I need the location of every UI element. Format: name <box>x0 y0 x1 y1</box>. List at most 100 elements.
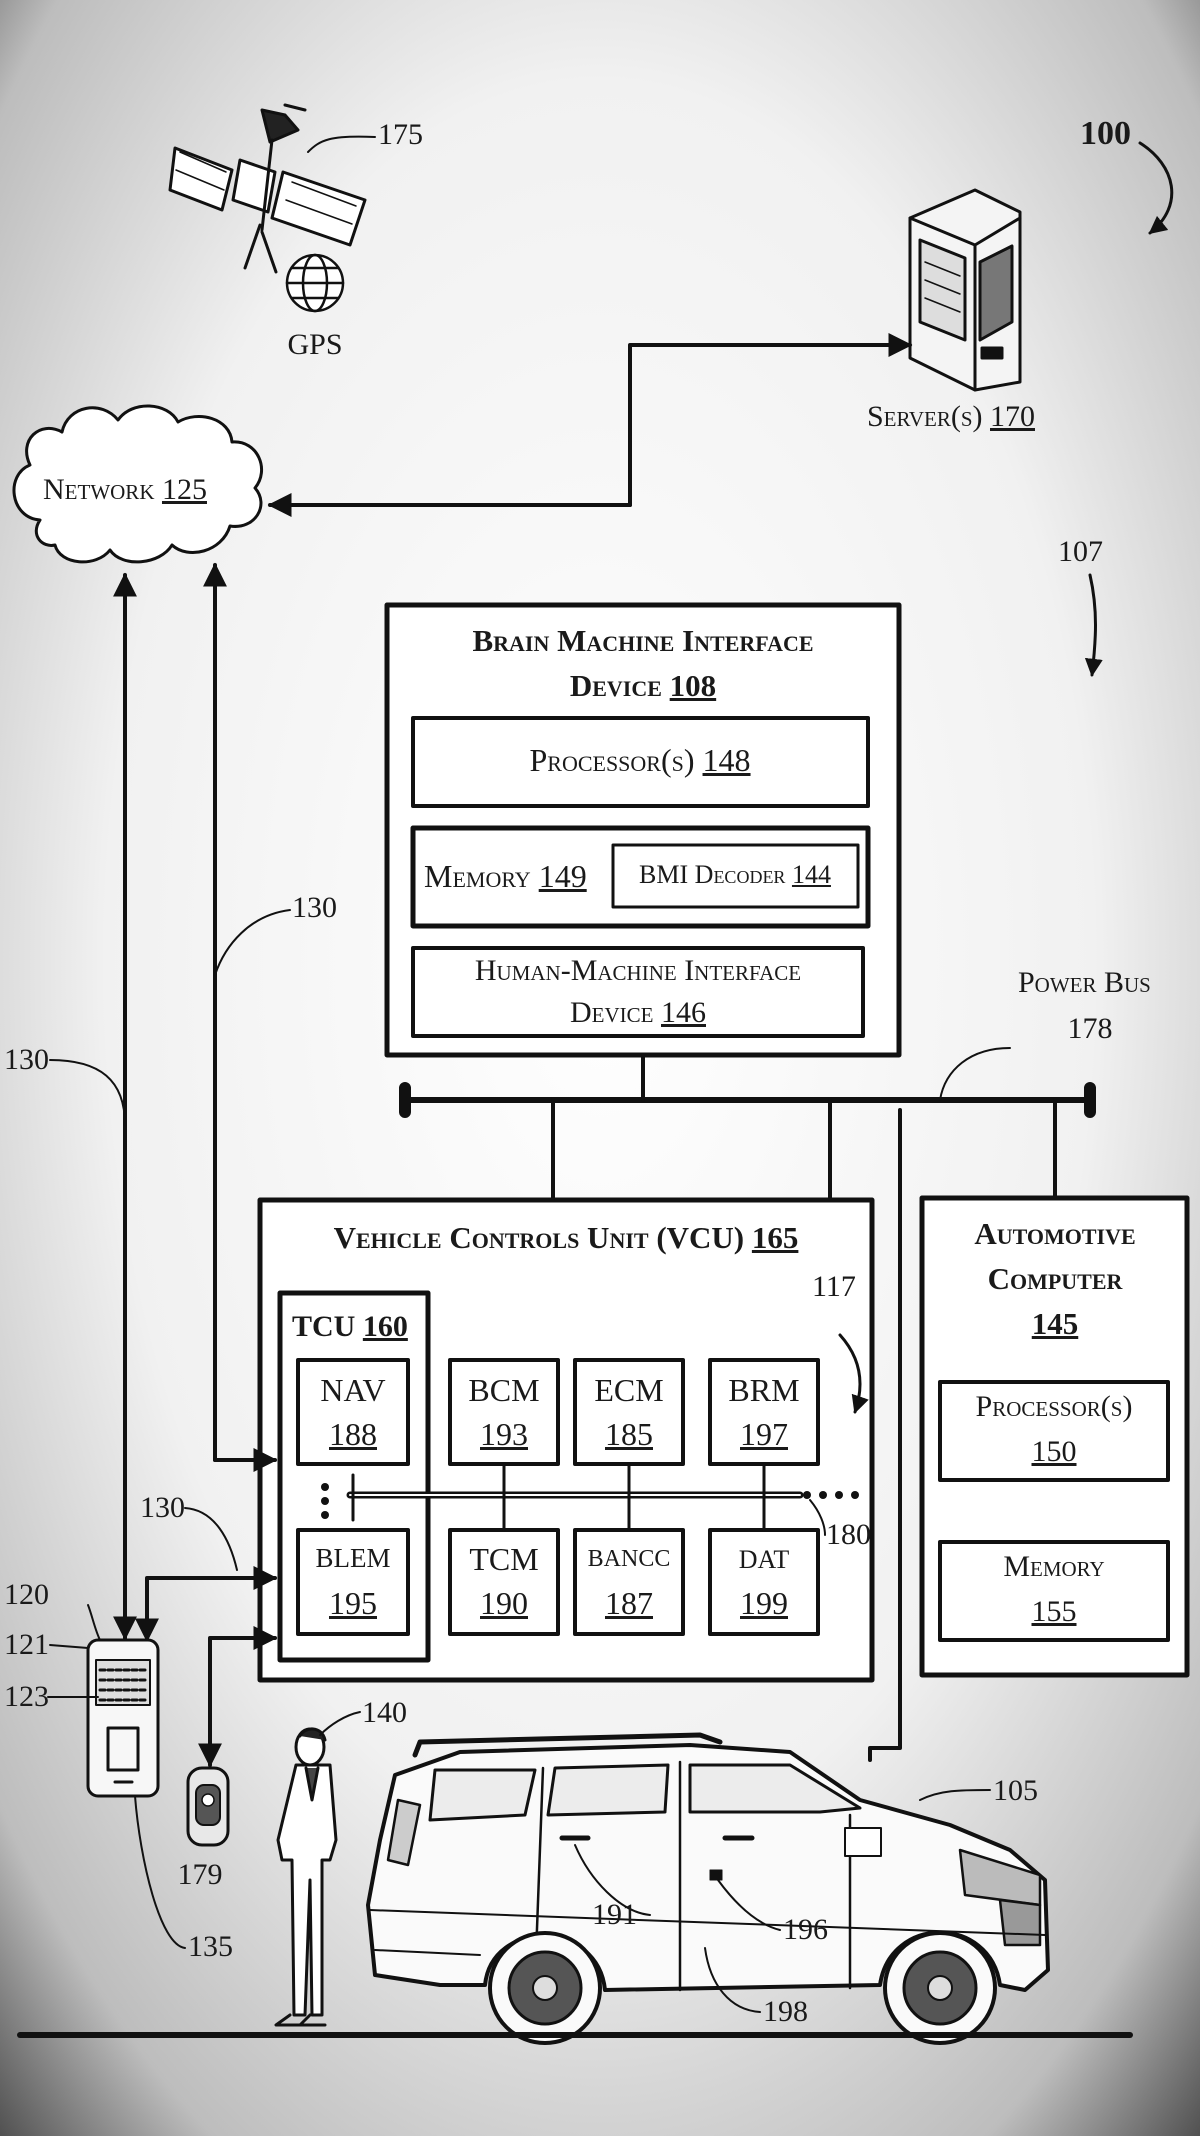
server-icon <box>908 188 1022 392</box>
mobile-ref-app: 135 <box>188 1930 233 1963</box>
vehicle-icon <box>366 1732 1050 2045</box>
gps-label: GPS <box>287 328 343 361</box>
tcm-ref: 190 <box>480 1585 528 1621</box>
memory-149-ref: 149 <box>538 858 587 894</box>
system-ref: 107 <box>1058 535 1103 568</box>
can-bus-taps <box>351 1462 766 1532</box>
ecm-ref: 185 <box>605 1416 653 1452</box>
tcu-ref: 160 <box>362 1310 408 1343</box>
bancc-label: BANCC <box>587 1546 671 1572</box>
person-icon <box>274 1727 338 2027</box>
mobile-ref-screen: 121 <box>4 1628 49 1661</box>
satellite-ref: 175 <box>378 118 423 151</box>
memory-155-box <box>938 1540 1170 1642</box>
vcu-ref: 165 <box>751 1220 799 1255</box>
bmi-decoder-ref: 144 <box>791 860 831 889</box>
nav-box <box>296 1358 410 1466</box>
mobile-leaders <box>47 1604 101 1698</box>
network-label: Network 125 <box>43 475 207 505</box>
blem-label: BLEM <box>315 1543 391 1573</box>
key-fob-icon <box>186 1766 230 1847</box>
brm-label: BRM <box>728 1372 800 1408</box>
hmi-label-line2: Device 146 <box>570 998 706 1028</box>
mobile-device-icon <box>86 1638 160 1798</box>
dat-ref: 199 <box>740 1585 788 1621</box>
hmi-label-text: Device <box>570 996 654 1029</box>
blem-box <box>296 1528 410 1636</box>
network-ref: 125 <box>161 473 207 506</box>
link-ref-lower: 130 <box>140 1491 185 1524</box>
server-link <box>628 333 913 507</box>
power-bus-ends <box>399 1082 1096 1118</box>
hmi-label-line1: Human-Machine Interface <box>474 954 802 987</box>
app-leader <box>134 1795 186 1949</box>
bmi-title-line2: Device 108 <box>570 670 716 701</box>
memory-149-text: Memory <box>424 858 531 894</box>
fob-ref: 179 <box>177 1858 223 1891</box>
memory-149-label: Memory 149 <box>424 860 587 892</box>
memory-155-ref: 155 <box>1031 1595 1077 1628</box>
figure-number: 100 <box>1080 115 1131 152</box>
blem-ref: 195 <box>329 1585 377 1621</box>
vehicle-sensor-ref: 196 <box>783 1913 828 1946</box>
network-cloud <box>12 404 264 564</box>
server-label: Server(s) 170 <box>867 402 1035 432</box>
network-label-text: Network <box>43 473 155 506</box>
phone-tcu-link <box>135 1566 278 1643</box>
satellite-leader <box>307 135 376 153</box>
vehicle-handle-ref: 191 <box>592 1898 637 1931</box>
bus-taps <box>551 1054 1057 1202</box>
bmi-decoder-box <box>611 843 860 909</box>
processor-150-ref: 150 <box>1031 1435 1077 1468</box>
ellipsis-dots <box>321 1483 859 1519</box>
processor-148-box <box>411 716 870 808</box>
vehicle-ref: 105 <box>993 1774 1038 1807</box>
power-bus-label: Power Bus <box>1018 966 1151 999</box>
vcu-title-text: Vehicle Controls Unit (VCU) <box>333 1220 745 1255</box>
tcu-label-text: TCU <box>292 1310 356 1343</box>
processor-148-ref: 148 <box>702 742 751 778</box>
memory-155-label: Memory <box>1003 1550 1105 1583</box>
automotive-title-line2: Computer <box>987 1261 1123 1296</box>
satellite-icon <box>168 103 367 274</box>
brm-ref: 197 <box>740 1416 788 1452</box>
vcu-title: Vehicle Controls Unit (VCU) 165 <box>334 1222 799 1253</box>
link-ref-left: 130 <box>4 1043 49 1076</box>
bancc-ref: 187 <box>605 1585 653 1621</box>
nav-label: NAV <box>320 1372 386 1408</box>
globe-icon <box>285 253 345 313</box>
link-leader-lower <box>184 1507 238 1571</box>
bus-line-ref: 180 <box>826 1518 871 1551</box>
sensor-leader <box>717 1879 781 1931</box>
mobile-ref-device: 120 <box>4 1578 49 1611</box>
processor-148-label: Processor(s) 148 <box>529 744 750 776</box>
vehicle-leader <box>919 1789 991 1801</box>
nav-ref: 188 <box>329 1416 377 1452</box>
bmi-title-line1: Brain Machine Interface <box>472 623 814 658</box>
server-ref: 170 <box>990 400 1035 433</box>
link-ref-middle: 130 <box>292 891 337 924</box>
tcu-box <box>277 1290 431 1663</box>
bmi-decoder-text: BMI Decoder <box>639 860 786 889</box>
vcu-box <box>257 1197 875 1683</box>
processor-150-box <box>938 1380 1170 1482</box>
processor-148-text: Processor(s) <box>529 742 695 778</box>
bcm-label: BCM <box>468 1372 540 1408</box>
automotive-ref: 145 <box>1031 1306 1079 1341</box>
memory-149-box <box>410 825 871 929</box>
link-leader-middle <box>214 909 291 976</box>
bus-line-leader <box>809 1499 826 1536</box>
hmi-ref: 146 <box>661 996 706 1029</box>
automotive-computer-box <box>919 1195 1190 1678</box>
server-label-text: Server(s) <box>867 400 983 433</box>
processor-150-label: Processor(s) <box>975 1390 1133 1423</box>
lower-leader <box>704 1947 761 2013</box>
bus-ref: 117 <box>812 1270 856 1303</box>
vehicle-lower-ref: 198 <box>763 1995 808 2028</box>
user-ref: 140 <box>362 1696 407 1729</box>
power-bus-ref: 178 <box>1067 1012 1113 1045</box>
bmi-ref: 108 <box>669 668 717 703</box>
person-leader <box>319 1711 361 1736</box>
